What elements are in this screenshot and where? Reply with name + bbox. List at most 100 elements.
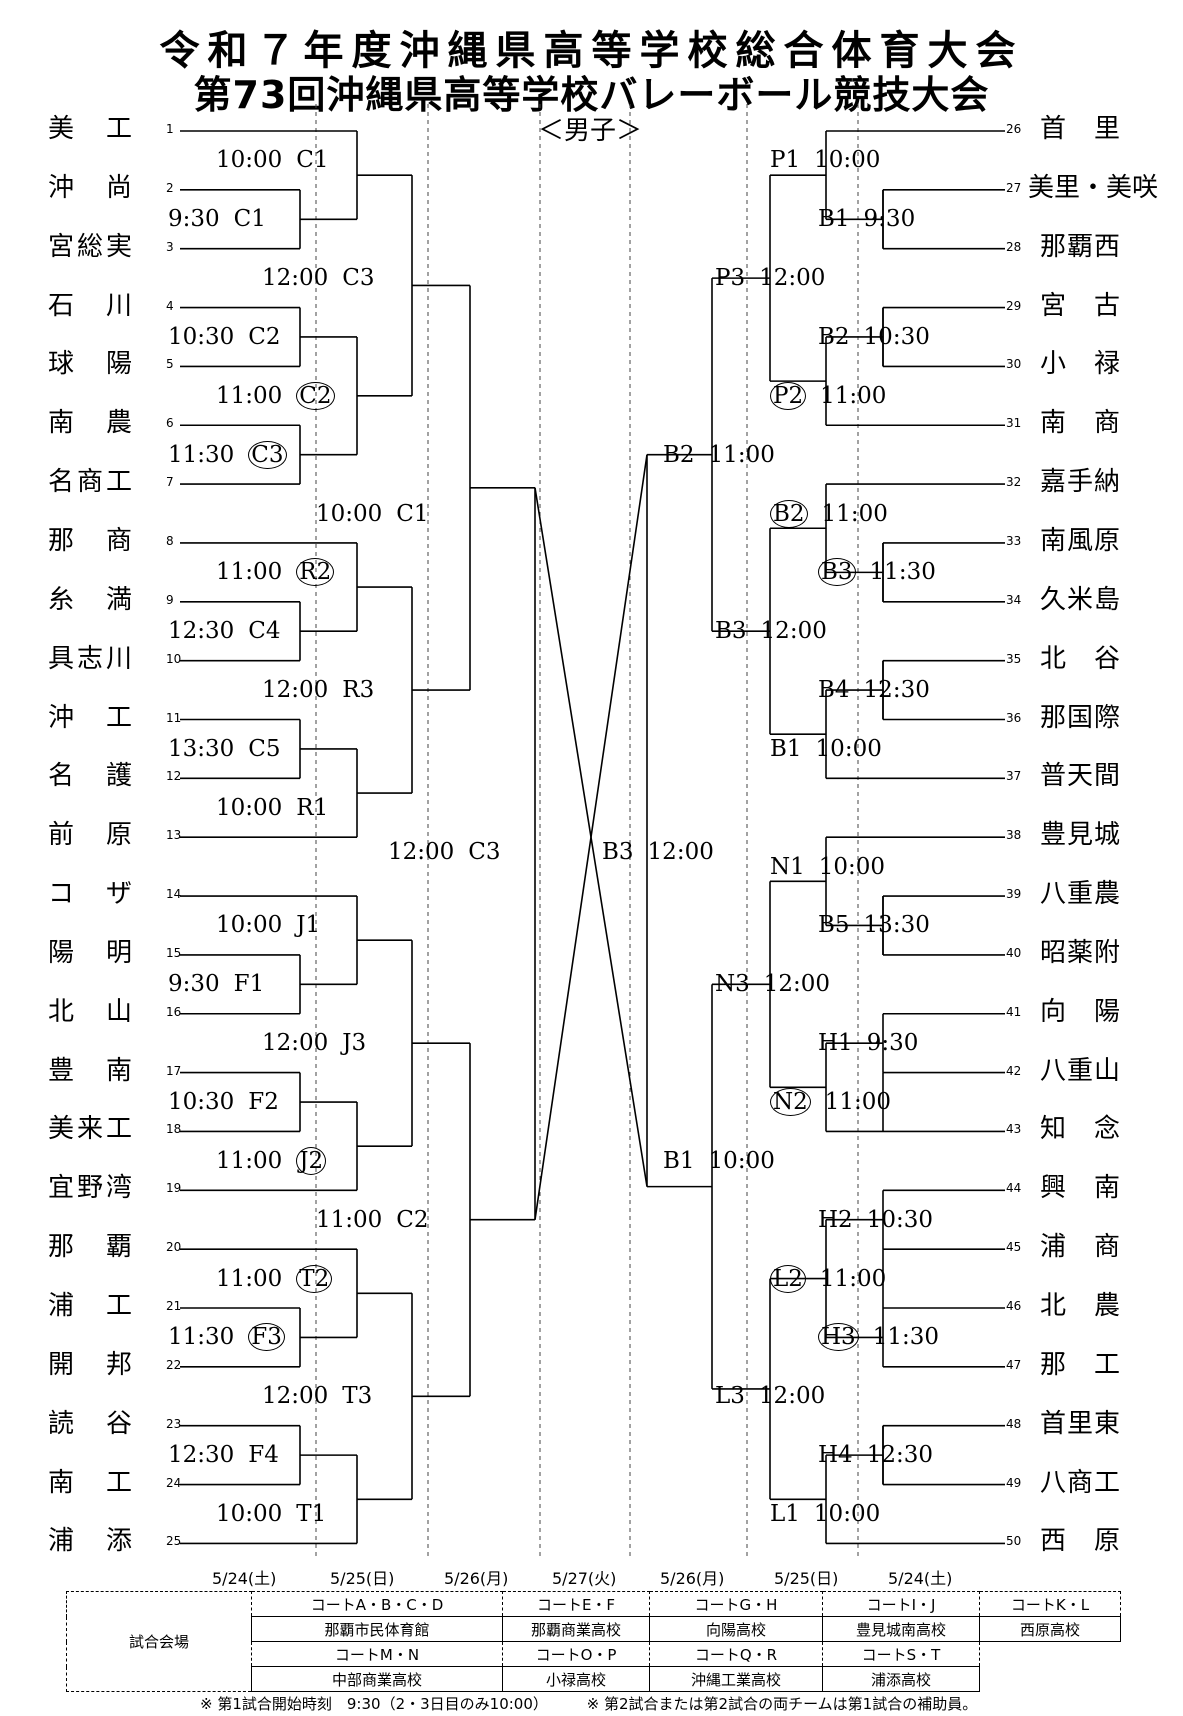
- match-time: 11:00: [316, 1206, 383, 1233]
- seed-number: 50: [1006, 1534, 1022, 1549]
- match-code: B2: [770, 499, 808, 528]
- seed-number: 25: [166, 1534, 182, 1549]
- match-code: F1: [233, 971, 265, 998]
- match-time: 12:00: [760, 618, 827, 645]
- team-name-right: 八商工: [1040, 1467, 1120, 1498]
- team-name-left: 球 陽: [48, 349, 132, 380]
- match-code: C3: [248, 440, 287, 469]
- date-label: 5/24(土): [888, 1569, 953, 1588]
- seed-number: 12: [166, 769, 182, 784]
- match-time: 10:00: [216, 1500, 283, 1527]
- seed-number: 8: [166, 533, 174, 548]
- seed-number: 41: [1006, 1004, 1022, 1019]
- date-label: 5/25(日): [774, 1569, 839, 1588]
- team-name-left: 具志川: [48, 643, 132, 674]
- match-time: 11:30: [168, 1324, 235, 1351]
- seed-number: 28: [1006, 239, 1022, 254]
- seed-number: 29: [1006, 298, 1022, 313]
- seed-number: 45: [1006, 1240, 1022, 1255]
- empty-cell: [980, 1642, 1121, 1667]
- match-time: 10:00: [708, 1147, 775, 1174]
- team-name-right: 北 谷: [1040, 643, 1120, 674]
- date-label: 5/26(月): [444, 1569, 509, 1588]
- event-title: 令和７年度沖縄県高等学校総合体育大会: [159, 28, 1024, 74]
- seed-number: 26: [1006, 122, 1022, 136]
- team-name-right: 普天間: [1040, 761, 1120, 792]
- seed-number: 31: [1006, 416, 1022, 431]
- venue-header: 試合会場: [66, 1591, 252, 1692]
- team-name-left: 美 工: [48, 114, 132, 144]
- team-name-left: 名商工: [48, 467, 132, 498]
- match-code: J3: [342, 1030, 367, 1057]
- match-code: L1: [770, 1500, 800, 1527]
- team-name-right: 北 農: [1040, 1291, 1120, 1321]
- match-code: C1: [296, 147, 329, 174]
- seed-number: 49: [1006, 1475, 1022, 1490]
- match-time: 10:00: [815, 735, 882, 762]
- match-code: B2: [818, 323, 850, 350]
- team-name-left: 前 原: [48, 820, 132, 851]
- match-time: 10:00: [316, 500, 383, 527]
- match-code: B2: [663, 441, 695, 468]
- seed-number: 6: [166, 416, 174, 431]
- court-label: コートK・L: [979, 1591, 1121, 1617]
- seed-number: 34: [1006, 592, 1022, 607]
- seed-number: 32: [1006, 475, 1022, 490]
- match-code: L2: [770, 1264, 806, 1293]
- team-name-right: 首里東: [1040, 1408, 1120, 1439]
- match-time: 9:30: [866, 1030, 919, 1057]
- venue-name: 那覇商業高校: [502, 1616, 650, 1642]
- match-code: C2: [396, 1206, 429, 1233]
- seed-number: 9: [166, 592, 174, 607]
- seed-number: 38: [1006, 828, 1022, 843]
- match-time: 10:00: [818, 853, 886, 880]
- match-time: 13:30: [863, 912, 930, 939]
- match-time: 11:00: [819, 1265, 887, 1292]
- team-name-right: 小 禄: [1040, 349, 1120, 380]
- match-time: 10:00: [814, 147, 881, 174]
- team-name-left: 北 山: [48, 996, 132, 1027]
- seed-number: 40: [1006, 945, 1022, 960]
- venue-name: 小禄高校: [502, 1666, 650, 1692]
- seed-number: 24: [166, 1475, 182, 1490]
- match-code: C5: [248, 735, 281, 762]
- seed-number: 20: [166, 1240, 182, 1255]
- match-time: 12:00: [647, 838, 714, 865]
- team-name-right: 豊見城: [1040, 820, 1120, 851]
- team-name-right: 西 原: [1040, 1526, 1120, 1557]
- match-time: 11:00: [820, 382, 887, 409]
- court-label: コートM・N: [251, 1641, 503, 1667]
- date-label: 5/25(日): [330, 1569, 395, 1588]
- seed-number: 19: [166, 1181, 182, 1196]
- team-name-left: 石 川: [48, 290, 132, 321]
- date-label: 5/27(火): [552, 1569, 617, 1588]
- footnote: ※ 第1試合開始時刻 9:30（2・3日目のみ10:00）: [200, 1695, 548, 1713]
- match-code: J1: [296, 912, 321, 939]
- seed-number: 13: [166, 828, 182, 843]
- match-time: 12:00: [262, 1383, 329, 1410]
- venue-name: 那覇市民体育館: [251, 1616, 503, 1642]
- team-name-left: コ ザ: [48, 879, 132, 910]
- seed-number: 30: [1006, 357, 1022, 372]
- seed-number: 11: [166, 710, 182, 725]
